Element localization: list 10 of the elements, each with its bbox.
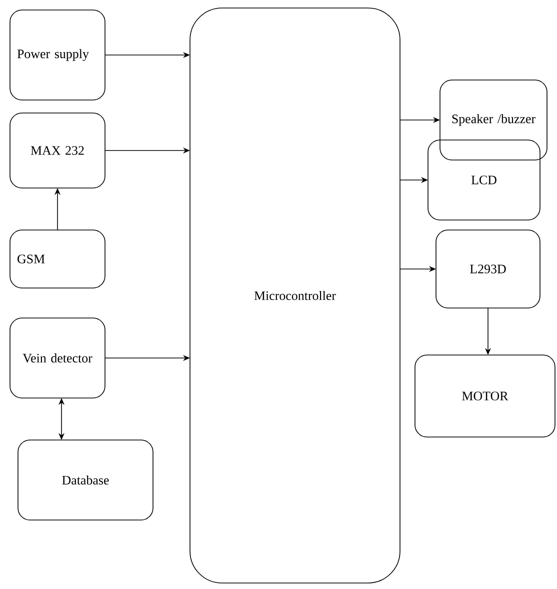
process-box: GSM: [10, 230, 106, 288]
process-box: MOTOR: [414, 354, 556, 438]
process-box: L293D: [436, 230, 540, 308]
controller-block: Microcontroller: [190, 8, 400, 584]
process-box: MAX 232: [10, 112, 106, 188]
process-box: Vein detector: [10, 318, 106, 398]
process-box: Power supply: [10, 10, 106, 100]
process-box: LCD: [428, 140, 540, 220]
process-box: Speaker /buzzer: [440, 80, 548, 160]
process-box: Database: [18, 440, 154, 520]
